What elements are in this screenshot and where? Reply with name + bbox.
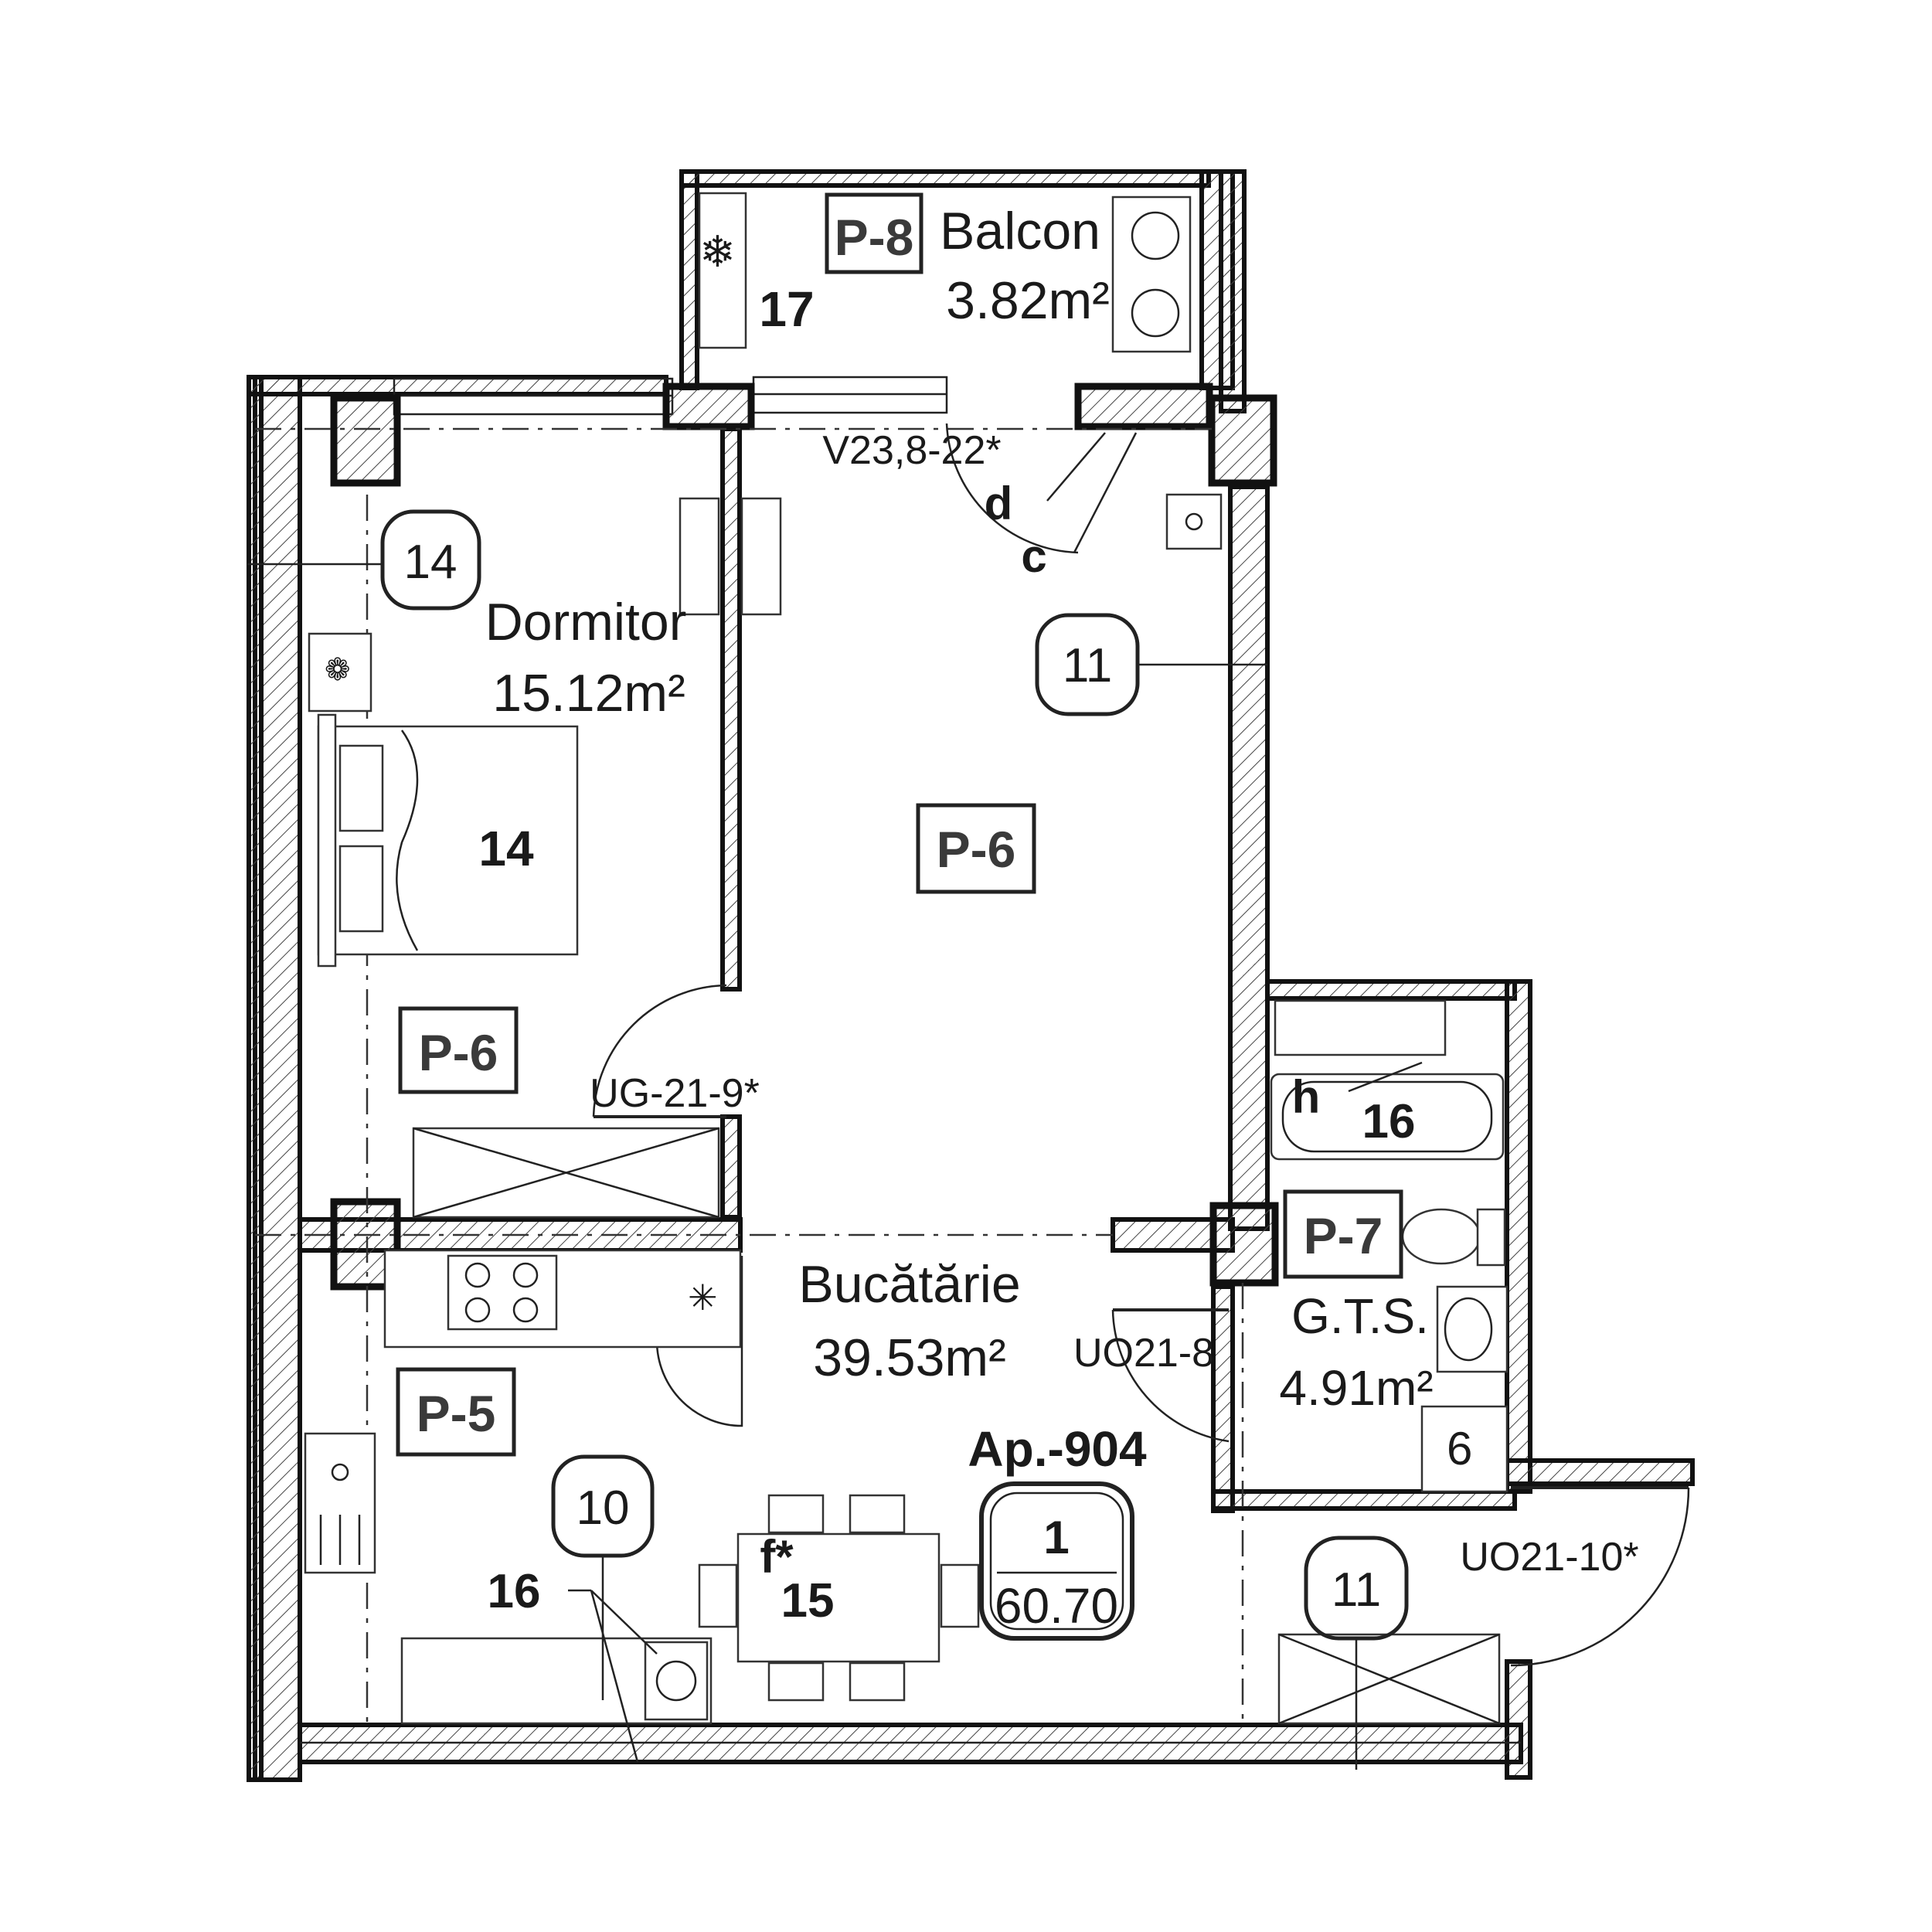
wall-bath-top: [1265, 979, 1517, 1001]
wall-balcony-left: [679, 169, 699, 390]
snowflake-icon: ❄: [699, 227, 736, 276]
dormitor-name: Dormitor: [485, 593, 687, 651]
wall-right-outer-hatch: [1219, 169, 1247, 413]
columns: [330, 383, 1279, 1291]
apartment-box: [979, 1481, 1134, 1641]
bucatarie-item-15: 15: [781, 1574, 835, 1628]
bed-label: 14: [478, 821, 534, 876]
dining-table: [736, 1532, 940, 1663]
toilet: [1401, 1208, 1481, 1265]
living-circle: 11: [1063, 639, 1112, 692]
pillow: [338, 845, 384, 933]
doors: [592, 423, 1690, 1667]
wall-top-left: [247, 375, 668, 396]
tag-p7-box: [1283, 1189, 1403, 1279]
radiator: [740, 497, 782, 616]
wall-partition: [720, 427, 742, 992]
wall-balcony-top: [679, 169, 1211, 188]
labels: P-8 Balcon 3.82m² 17 V23,8-22* d c 14 Do…: [247, 192, 1639, 1770]
chair: [940, 1563, 980, 1628]
bucatarie-item-16: 16: [488, 1565, 541, 1618]
tag-living: P-6: [937, 821, 1016, 878]
vent-box: [1165, 493, 1223, 550]
column: [1208, 394, 1277, 487]
wall-entry-top: [1505, 1458, 1695, 1486]
tag-p5-box: [396, 1367, 516, 1457]
balcon-item: 17: [759, 281, 814, 337]
drying-rack: [698, 192, 747, 349]
door-bedroom-label: UG-21-9*: [590, 1071, 760, 1116]
nightstand: [308, 632, 372, 713]
ac-unit: [1111, 196, 1192, 353]
gts-item-16: 16: [1362, 1095, 1416, 1148]
marker-d: d: [985, 478, 1013, 529]
tag-dormitor: P-6: [419, 1024, 498, 1081]
wall-partition-low: [720, 1114, 742, 1219]
washing-machine: [644, 1641, 709, 1721]
radiator: [679, 497, 720, 616]
door-entry-label: UO21-10*: [1460, 1535, 1638, 1580]
tag-gts: P-7: [1304, 1207, 1383, 1264]
tag-p8-box: [825, 192, 923, 274]
apartment-title: Ap.-904: [968, 1421, 1147, 1477]
boiler: [1274, 999, 1447, 1056]
wall-left-outer: [247, 375, 264, 1782]
kitchen-counter: [383, 1249, 742, 1349]
gts-area: 4.91m²: [1279, 1360, 1433, 1416]
chair: [767, 1494, 825, 1534]
wall-right: [1228, 485, 1270, 1231]
tag-bucatarie: P-5: [417, 1385, 496, 1442]
chair: [849, 1662, 906, 1702]
door-kitchen-swing: [655, 1256, 743, 1427]
door-bath-label: UO21-8: [1073, 1331, 1214, 1376]
stove: [447, 1254, 558, 1331]
balcon-name: Balcon: [940, 202, 1100, 260]
extractor-icon: ✳: [688, 1277, 718, 1318]
apartment-area: 60.70: [995, 1578, 1118, 1634]
window-label: V23,8-22*: [822, 428, 1001, 473]
washbasin: [1436, 1285, 1509, 1373]
wall-bath-right: [1505, 979, 1532, 1494]
gts-item-h: h: [1292, 1071, 1321, 1123]
apartment-rooms: 1: [1043, 1512, 1069, 1563]
bucatarie-circle: 10: [577, 1481, 630, 1535]
gts-name: G.T.S.: [1291, 1288, 1429, 1344]
tag-p6-box-living: [916, 803, 1036, 894]
wall-bath-left-low: [1211, 1284, 1235, 1513]
bathtub: [1270, 1073, 1505, 1161]
dormitor-circle: 14: [404, 536, 457, 589]
bucatarie-area: 39.53m²: [813, 1328, 1005, 1387]
door-bath-swing: [1111, 1309, 1230, 1443]
circle-14: [380, 509, 481, 611]
bucatarie-item-f: f*: [760, 1531, 794, 1583]
tag-p6-box-bedroom: [398, 1006, 519, 1094]
marker-c: c: [1021, 530, 1046, 582]
washer-icon: 6: [1447, 1423, 1472, 1475]
wall-bath-bottom: [1211, 1489, 1517, 1511]
tag-balcon: P-8: [835, 209, 914, 266]
chair: [767, 1662, 825, 1702]
door-bedroom-swing: [592, 984, 727, 1117]
hall-circle: 11: [1332, 1563, 1381, 1617]
column: [330, 394, 401, 487]
bath-washer: [1420, 1405, 1509, 1493]
bucatarie-name: Bucătărie: [798, 1255, 1020, 1314]
door-entry-swing: [1510, 1487, 1690, 1667]
column: [1209, 1202, 1279, 1287]
dormitor-area: 15.12m²: [492, 664, 685, 723]
balcon-area: 3.82m²: [946, 271, 1110, 330]
flower-icon: ❁: [325, 653, 351, 687]
bed-headboard: [317, 713, 337, 968]
column: [662, 383, 755, 430]
pillow: [338, 744, 384, 832]
column: [1074, 383, 1213, 430]
furniture: ❁ ✳: [304, 192, 1509, 1725]
chair: [698, 1563, 738, 1628]
chair: [849, 1494, 906, 1534]
door-balcony-swing: [945, 423, 1079, 554]
